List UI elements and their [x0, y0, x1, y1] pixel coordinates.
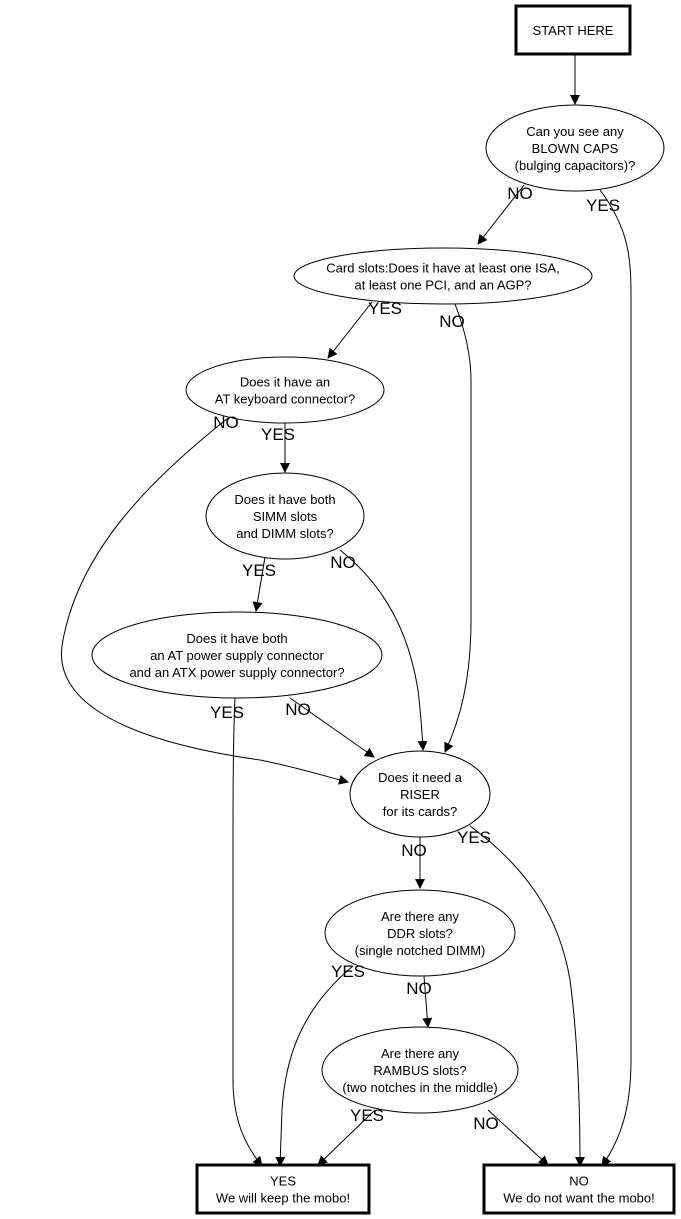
node-text-line: and DIMM slots?	[236, 526, 334, 541]
node-text-line: Can you see any	[526, 124, 624, 139]
node-text-line: (bulging capacitors)?	[515, 158, 636, 173]
edge-blown-caps-to-reject	[599, 189, 632, 1167]
node-text-line: SIMM slots	[253, 509, 318, 524]
node-text-line: Are there any	[381, 909, 460, 924]
edge-riser-to-reject	[469, 825, 585, 1167]
edge-label-no: NO	[285, 700, 311, 719]
ellipse-node-shape	[349, 750, 491, 838]
node-text-line: Does it have both	[186, 631, 287, 646]
edge-card-slots-to-at-keyboard	[327, 301, 373, 359]
edge-simm-dimm-to-at-atx-power	[252, 556, 266, 612]
node-text-line: at least one PCI, and an AGP?	[354, 278, 531, 293]
node-text-line: (two notches in the middle)	[342, 1080, 497, 1095]
ellipse-node-shape	[324, 889, 516, 977]
node-text-line: an AT power supply connector	[150, 648, 324, 663]
node-text-line: (single notched DIMM)	[355, 943, 486, 958]
node-text-line: We do not want the mobo!	[503, 1191, 655, 1206]
node-text-line: Are there any	[381, 1046, 460, 1061]
node-text-line: START HERE	[533, 23, 614, 38]
edge-at-keyboard-to-riser	[61, 417, 349, 785]
node-text-line: NO	[569, 1174, 589, 1189]
edge-label-yes: YES	[350, 1106, 384, 1125]
box-node-shape	[482, 1163, 676, 1215]
edge-label-no: NO	[473, 1114, 499, 1133]
edge-ddr-to-keep	[275, 965, 354, 1167]
edge-at-atx-power-to-riser	[289, 697, 375, 758]
box-node-shape	[195, 1163, 371, 1215]
node-text-line: AT keyboard connector?	[215, 392, 355, 407]
ellipse-node-shape	[321, 1026, 519, 1114]
node-keep: YES We will keep the mobo!	[195, 1163, 371, 1215]
node-at-keyboard: Does it have an AT keyboard connector?	[185, 356, 385, 424]
edge-simm-dimm-to-riser	[339, 549, 428, 751]
node-text-line: and an ATX power supply connector?	[129, 665, 344, 680]
edge-label-yes: YES	[586, 196, 620, 215]
edge-label-yes: YES	[242, 561, 276, 580]
edge-ddr-to-rambus	[422, 975, 433, 1028]
node-text-line: RISER	[400, 787, 440, 802]
node-riser: Does it need a RISER for its cards?	[349, 750, 491, 838]
edge-label-no: NO	[401, 841, 427, 860]
edge-label-no: NO	[439, 312, 465, 331]
edge-label-no: NO	[213, 413, 239, 432]
edge-label-no: NO	[330, 553, 356, 572]
edges-layer	[61, 55, 632, 1167]
node-text-line: DDR slots?	[387, 926, 453, 941]
edge-card-slots-to-riser	[444, 303, 472, 753]
edge-label-yes: YES	[331, 962, 365, 981]
edge-blown-caps-to-card-slots	[477, 184, 525, 245]
edge-label-yes: YES	[368, 299, 402, 318]
ellipse-node-shape	[293, 247, 593, 305]
node-text-line: Card slots:Does it have at least one ISA…	[326, 261, 559, 276]
node-at-atx-power: Does it have both an AT power supply conn…	[91, 611, 383, 699]
node-start: START HERE	[514, 4, 632, 56]
node-text-line: for its cards?	[383, 804, 457, 819]
edge-label-no: NO	[406, 979, 432, 998]
ellipse-node-shape	[485, 104, 665, 192]
edge-label-yes: YES	[457, 828, 491, 847]
node-text-line: Does it have an	[240, 375, 330, 390]
edge-label-yes: YES	[210, 703, 244, 722]
node-reject: NO We do not want the mobo!	[482, 1163, 676, 1215]
ellipse-node-shape	[205, 472, 365, 560]
edge-rambus-to-reject	[487, 1109, 549, 1166]
node-card-slots: Card slots:Does it have at least one ISA…	[293, 247, 593, 305]
edge-label-yes: YES	[261, 425, 295, 444]
node-text-line: We will keep the mobo!	[216, 1191, 350, 1206]
box-node-shape	[514, 4, 632, 56]
ellipse-node-shape	[91, 611, 383, 699]
edge-rambus-to-keep	[317, 1109, 376, 1166]
node-text-line: RAMBUS slots?	[373, 1063, 466, 1078]
edge-labels-layer: NO YES YES NO NO YES YES NO YES NO NO YES YES NO YES NO	[210, 184, 620, 1133]
edge-at-atx-power-to-keep	[232, 697, 263, 1167]
ellipse-node-shape	[185, 356, 385, 424]
node-text-line: BLOWN CAPS	[532, 141, 619, 156]
node-text-line: Does it need a	[378, 770, 463, 785]
node-text-line: Does it have both	[234, 492, 335, 507]
edge-label-no: NO	[507, 184, 533, 203]
node-text-line: YES	[270, 1174, 296, 1189]
